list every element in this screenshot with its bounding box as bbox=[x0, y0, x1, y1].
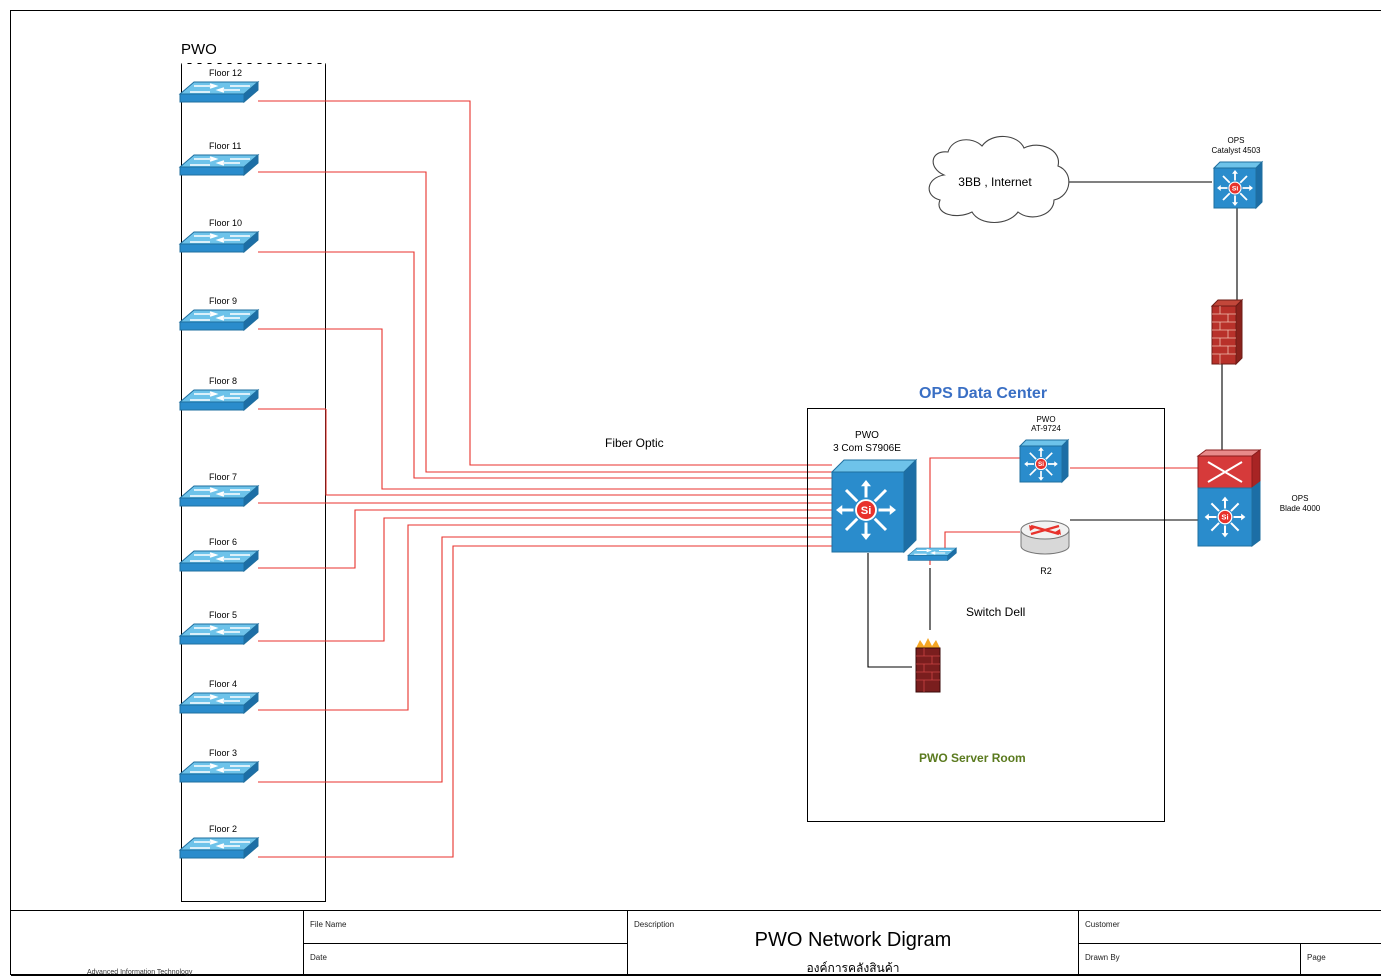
floor-label: Floor 9 bbox=[209, 296, 237, 306]
switch-dell-label: Switch Dell bbox=[966, 605, 1025, 619]
floor-switch-icon bbox=[180, 486, 258, 506]
floor-switch-icon bbox=[180, 624, 258, 644]
floor-switch-icon bbox=[180, 390, 258, 410]
router-label: R2 bbox=[1040, 566, 1052, 576]
floor-switch-icon bbox=[180, 551, 258, 571]
floor-switch-icon bbox=[180, 82, 258, 102]
floor-label: Floor 11 bbox=[209, 141, 241, 151]
ops-blade-line1: OPS bbox=[1292, 494, 1309, 503]
floor-label: Floor 6 bbox=[209, 537, 237, 547]
pwo-switch-icon bbox=[1020, 440, 1068, 482]
ops-catalyst-line1: OPS bbox=[1228, 136, 1245, 145]
diagram-title: PWO Network Digram bbox=[628, 929, 1078, 952]
core-switch-icon bbox=[832, 460, 916, 552]
ops-catalyst-icon bbox=[1214, 162, 1262, 208]
description-cell: Description PWO Network Digram องค์การคล… bbox=[628, 911, 1079, 976]
drawn-by-label: Drawn By bbox=[1079, 944, 1301, 976]
switch-dell-icon bbox=[908, 548, 956, 560]
description-label: Description bbox=[634, 920, 1078, 929]
floor-switch-icon bbox=[180, 762, 258, 782]
floor-switch-icon bbox=[180, 310, 258, 330]
pwo-switch-line1: PWO bbox=[1036, 415, 1055, 424]
server-firewall-icon bbox=[916, 638, 940, 692]
file-name-label: File Name bbox=[304, 911, 628, 944]
building-label: PWO bbox=[181, 41, 217, 58]
fiber-optic-label: Fiber Optic bbox=[605, 436, 664, 450]
diagram-subtitle: องค์การคลังสินค้า bbox=[628, 959, 1078, 978]
core-switch-line1: PWO bbox=[855, 430, 879, 441]
floor-switch-icon bbox=[180, 155, 258, 175]
org-cell: Advanced Information Technology bbox=[11, 911, 304, 976]
floor-label: Floor 8 bbox=[209, 376, 237, 386]
floor-switch-icon bbox=[180, 232, 258, 252]
customer-label: Customer bbox=[1079, 911, 1381, 944]
brick-firewall-icon bbox=[1212, 300, 1242, 364]
ops-catalyst-line2: Catalyst 4503 bbox=[1212, 146, 1261, 155]
page-label: Page bbox=[1301, 944, 1381, 976]
floor-label: Floor 12 bbox=[209, 68, 242, 78]
ops-blade-icon bbox=[1198, 450, 1260, 546]
pwo-switch-line2: AT-9724 bbox=[1031, 424, 1061, 433]
floor-switch-icon bbox=[180, 693, 258, 713]
floor-label: Floor 3 bbox=[209, 748, 237, 758]
floor-switch-icon bbox=[180, 838, 258, 858]
cloud-label: 3BB , Internet bbox=[958, 175, 1032, 189]
datacenter-label: OPS Data Center bbox=[919, 385, 1047, 402]
floor-label: Floor 10 bbox=[209, 218, 242, 228]
core-switch-line2: 3 Com S7906E bbox=[833, 443, 901, 454]
floor-label: Floor 5 bbox=[209, 610, 237, 620]
ops-blade-line2: Blade 4000 bbox=[1280, 504, 1321, 513]
title-block: Advanced Information Technology File Nam… bbox=[10, 910, 1381, 975]
date-label: Date bbox=[304, 944, 628, 976]
floor-label: Floor 2 bbox=[209, 824, 237, 834]
floor-label: Floor 4 bbox=[209, 679, 237, 689]
router-icon bbox=[1021, 521, 1069, 554]
floor-label: Floor 7 bbox=[209, 472, 237, 482]
server-room-label: PWO Server Room bbox=[919, 751, 1026, 765]
